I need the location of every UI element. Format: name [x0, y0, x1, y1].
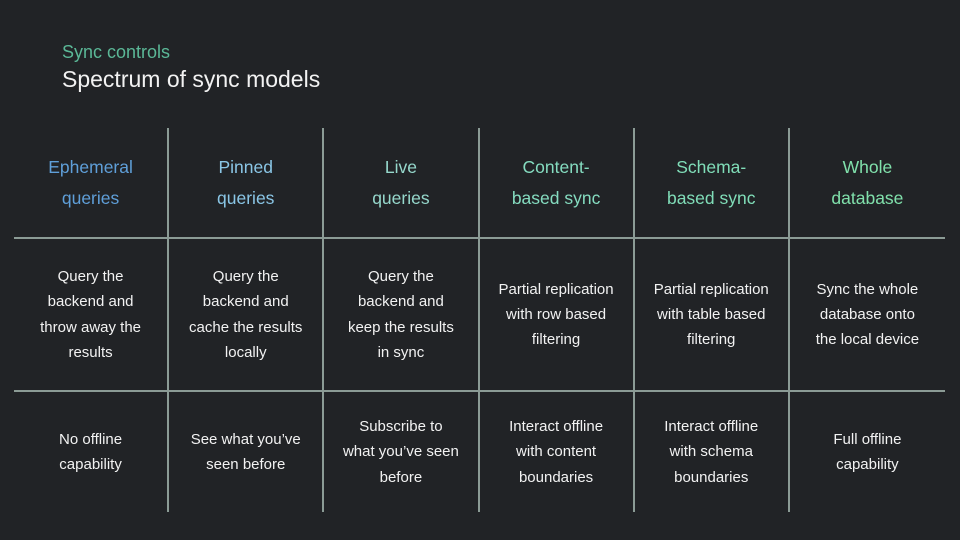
capability-text: Interact offline with content boundaries — [509, 418, 604, 486]
header-cell-content-based-sync: Content- based sync — [479, 128, 635, 239]
header-cell-pinned-queries: Pinned queries — [169, 128, 325, 239]
capability-cell-whole-database: Full offline capability — [790, 392, 945, 512]
column-header-label: Content- based sync — [511, 157, 601, 208]
header-cell-whole-database: Whole database — [789, 128, 945, 239]
description-text: Partial replication with row based filte… — [498, 280, 614, 349]
description-text: Query the backend and cache the results … — [189, 268, 303, 361]
description-cell-live-queries: Query the backend and keep the results i… — [324, 239, 480, 392]
column-header-label: Live queries — [372, 157, 430, 208]
description-cell-content-based-sync: Partial replication with row based filte… — [479, 239, 635, 392]
capability-cell-pinned-queries: See what you’ve seen before — [169, 392, 325, 512]
capability-text: Interact offline with schema boundaries — [664, 418, 759, 486]
capability-cell-schema-based-sync: Interact offline with schema boundaries — [635, 392, 790, 512]
page-title: Spectrum of sync models — [62, 66, 321, 93]
column-header-label: Ephemeral queries — [48, 157, 133, 208]
description-text: Partial replication with table based fil… — [653, 280, 769, 349]
slide-header: Sync controls Spectrum of sync models — [62, 40, 320, 95]
header-cell-live-queries: Live queries — [324, 128, 480, 239]
sync-models-table: Ephemeral queries Pinned queries Live qu… — [14, 128, 945, 512]
capability-cell-live-queries: Subscribe to what you’ve seen before — [324, 392, 480, 512]
description-cell-whole-database: Sync the whole database onto the local d… — [789, 239, 945, 392]
column-header-label: Schema- based sync — [666, 157, 756, 208]
capability-cell-ephemeral-queries: No offline capability — [14, 392, 170, 512]
description-text: Sync the whole database onto the local d… — [815, 280, 920, 349]
capability-text: Subscribe to what you’ve seen before — [342, 418, 459, 486]
header-cell-ephemeral-queries: Ephemeral queries — [14, 128, 170, 239]
column-header-label: Whole database — [831, 157, 904, 208]
capability-text: No offline capability — [59, 430, 123, 473]
capability-text: See what you’ve seen before — [190, 430, 301, 473]
description-text: Query the backend and throw away the res… — [40, 268, 142, 361]
description-text: Query the backend and keep the results i… — [347, 268, 454, 361]
column-header-label: Pinned queries — [217, 157, 275, 208]
capability-cell-content-based-sync: Interact offline with content boundaries — [480, 392, 635, 512]
capability-text: Full offline capability — [833, 430, 902, 473]
description-cell-ephemeral-queries: Query the backend and throw away the res… — [14, 239, 170, 392]
description-cell-pinned-queries: Query the backend and cache the results … — [169, 239, 325, 392]
header-cell-schema-based-sync: Schema- based sync — [634, 128, 790, 239]
slide-eyebrow: Sync controls — [62, 42, 171, 62]
description-cell-schema-based-sync: Partial replication with table based fil… — [634, 239, 790, 392]
